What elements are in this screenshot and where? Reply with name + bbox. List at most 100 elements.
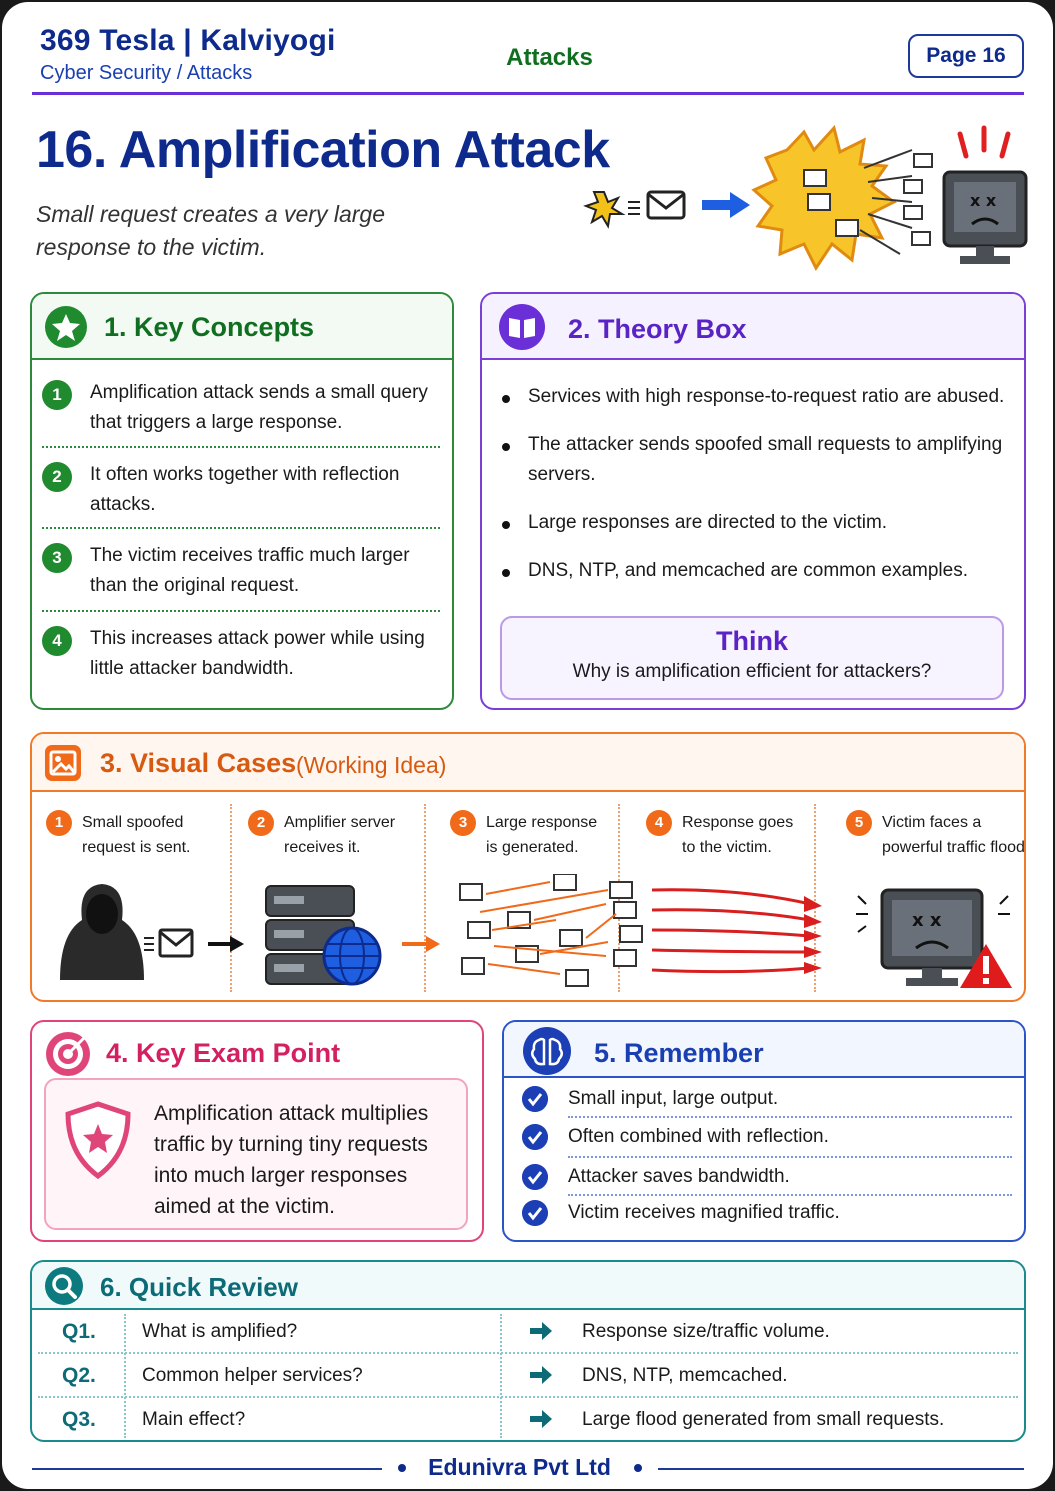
arrow-right-icon — [702, 192, 750, 218]
footer-rule-right — [658, 1468, 1024, 1470]
arrow-right-icon — [208, 936, 244, 952]
check-circle-icon — [522, 1200, 548, 1226]
theory-box-title: 2. Theory Box — [568, 314, 747, 344]
orange-traffic-lines — [479, 881, 617, 975]
concept-number: 2 — [42, 462, 72, 492]
divider — [42, 446, 440, 448]
answer-text: Response size/traffic volume. — [582, 1321, 830, 1342]
visual-cases-illustration: x x — [60, 874, 1012, 988]
breadcrumb: Cyber Security / Attacks — [40, 62, 253, 84]
question-text: Common helper services? — [142, 1365, 363, 1386]
answer-text: Large flood generated from small request… — [582, 1409, 945, 1430]
header-divider — [32, 92, 1024, 95]
envelope-icon — [144, 928, 194, 958]
remember-text: Often combined with reflection. — [568, 1126, 829, 1147]
review-row-2: Q2. Common helper services? DNS, NTP, me… — [32, 1354, 1024, 1398]
step-number: 5 — [846, 810, 872, 836]
question-number: Q3. — [62, 1408, 96, 1431]
envelope-icon — [646, 190, 686, 220]
question-text: Main effect? — [142, 1409, 246, 1430]
remember-item-4: Victim receives magnified traffic. — [522, 1198, 1012, 1232]
brain-icon — [523, 1027, 571, 1075]
step-number: 2 — [248, 810, 274, 836]
bullet — [502, 443, 510, 451]
step-divider — [230, 804, 232, 992]
envelope-swarm — [459, 874, 643, 987]
footer-company: Edunivra Pvt Ltd — [428, 1454, 611, 1480]
remember-card: 5. Remember Small input, large output. O… — [502, 1020, 1026, 1242]
section-label: Attacks — [506, 44, 593, 71]
divider — [568, 1194, 1012, 1196]
visual-cases-title: 3. Visual Cases — [100, 748, 297, 778]
concept-text: Amplification attack sends a small query… — [90, 382, 428, 433]
warning-triangle-icon — [960, 944, 1012, 988]
concept-number: 3 — [42, 543, 72, 573]
footer-dot — [634, 1464, 642, 1472]
shield-star-icon — [65, 1101, 131, 1180]
check-circle-icon — [522, 1086, 548, 1112]
shock-marks-icon — [856, 895, 1010, 933]
question-number: Q2. — [62, 1364, 96, 1387]
remember-text: Small input, large output. — [568, 1088, 779, 1109]
step-number: 4 — [646, 810, 672, 836]
key-exam-text: Amplification attack multiplies traffic … — [154, 1102, 429, 1218]
concept-text: The victim receives traffic much larger … — [90, 545, 410, 596]
remember-title: 5. Remember — [594, 1038, 764, 1068]
divider — [568, 1116, 1012, 1118]
remember-item-1: Small input, large output. — [522, 1084, 1012, 1118]
remember-item-3: Attacker saves bandwidth. — [522, 1162, 1012, 1196]
arrow-right-icon — [530, 1410, 552, 1428]
concept-text: This increases attack power while using … — [90, 628, 425, 679]
question-text: What is amplified? — [142, 1321, 298, 1342]
divider — [42, 527, 440, 529]
theory-text: The attacker sends spoofed small request… — [528, 434, 1003, 485]
step-divider — [814, 804, 816, 992]
star-badge-icon — [45, 306, 87, 348]
check-circle-icon — [522, 1124, 548, 1150]
visual-cases-card: 3. Visual Cases (Working Idea) 1 Small s… — [30, 732, 1026, 1002]
answer-text: DNS, NTP, memcached. — [582, 1365, 788, 1386]
key-exam-card: 4. Key Exam Point Amplification attack m… — [30, 1020, 484, 1242]
open-book-icon — [499, 304, 545, 350]
bullet — [502, 569, 510, 577]
globe-icon — [322, 926, 382, 986]
remember-text: Attacker saves bandwidth. — [568, 1166, 790, 1187]
search-icon — [45, 1267, 83, 1305]
theory-text: Large responses are directed to the vict… — [528, 512, 888, 533]
red-arrowheads — [804, 896, 822, 974]
concept-number: 4 — [42, 626, 72, 656]
bullet — [502, 395, 510, 403]
remember-header — [504, 1022, 1024, 1078]
footer-rule-left — [32, 1468, 382, 1470]
spark-icon — [583, 191, 640, 229]
target-icon — [46, 1032, 90, 1076]
theory-text: Services with high response-to-request r… — [528, 386, 1005, 407]
theory-box-card: 2. Theory Box Services with high respons… — [480, 292, 1026, 710]
quick-review-title: 6. Quick Review — [100, 1272, 298, 1302]
quick-review-card: 6. Quick Review Q1. What is amplified? R… — [30, 1260, 1026, 1442]
column-divider — [124, 1314, 126, 1438]
key-concepts-title: 1. Key Concepts — [104, 312, 315, 342]
page-number-badge: Page 16 — [908, 34, 1024, 78]
page-subtitle: Small request creates a very large respo… — [36, 201, 385, 260]
footer-dot — [398, 1464, 406, 1472]
quick-review-header — [32, 1262, 1024, 1310]
image-icon — [45, 745, 81, 781]
key-concepts-card: 1. Key Concepts 1 Amplification attack s… — [30, 292, 454, 710]
row-divider — [38, 1396, 1018, 1398]
question-number: Q1. — [62, 1320, 96, 1343]
row-divider — [38, 1352, 1018, 1354]
svg-text:x x: x x — [912, 910, 942, 931]
explosion-icon — [751, 124, 897, 271]
review-row-3: Q3. Main effect? Large flood generated f… — [32, 1398, 1024, 1440]
concept-text: It often works together with reflection … — [90, 464, 400, 515]
key-concepts-header — [32, 294, 452, 360]
visual-cases-note: (Working Idea) — [296, 752, 447, 778]
step-number: 1 — [46, 810, 72, 836]
column-divider — [500, 1314, 502, 1438]
think-question: Why is amplification efficient for attac… — [572, 661, 932, 682]
alert-marks-icon — [957, 125, 1011, 159]
